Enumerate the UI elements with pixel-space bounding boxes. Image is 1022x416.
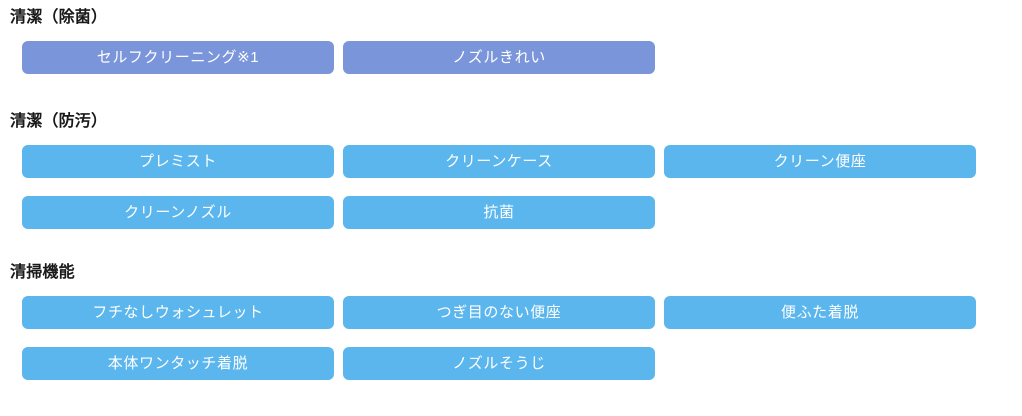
section-heading: 清掃機能 xyxy=(10,264,75,281)
tag-seamless-seat[interactable]: つぎ目のない便座 xyxy=(343,296,655,329)
section-cleanliness-sterilization: 清潔（除菌） セルフクリーニング※1 ノズルきれい xyxy=(0,8,1022,74)
tag-nozzle-clean[interactable]: ノズルきれい xyxy=(343,41,655,74)
tag-row: クリーンノズル 抗菌 xyxy=(0,196,1022,229)
tag-row: 本体ワンタッチ着脱 ノズルそうじ xyxy=(0,347,1022,380)
tag-premist[interactable]: プレミスト xyxy=(22,145,334,178)
tag-row: プレミスト クリーンケース クリーン便座 xyxy=(0,145,1022,178)
tag-row: フチなしウォシュレット つぎ目のない便座 便ふた着脱 xyxy=(0,296,1022,329)
tag-clean-seat[interactable]: クリーン便座 xyxy=(664,145,976,178)
section-cleaning-functions: 清掃機能 フチなしウォシュレット つぎ目のない便座 便ふた着脱 本体ワンタッチ着… xyxy=(0,263,1022,380)
tag-antibacterial[interactable]: 抗菌 xyxy=(343,196,655,229)
tag-one-touch-body-detach[interactable]: 本体ワンタッチ着脱 xyxy=(22,347,334,380)
section-cleanliness-antifouling: 清潔（防汚） プレミスト クリーンケース クリーン便座 クリーンノズル 抗菌 xyxy=(0,112,1022,229)
tag-nozzle-cleaning[interactable]: ノズルそうじ xyxy=(343,347,655,380)
tag-lid-detachable[interactable]: 便ふた着脱 xyxy=(664,296,976,329)
section-heading: 清潔（防汚） xyxy=(10,113,108,130)
section-heading: 清潔（除菌） xyxy=(10,9,108,26)
tag-row-spacer xyxy=(664,196,976,229)
tag-self-cleaning[interactable]: セルフクリーニング※1 xyxy=(22,41,334,74)
tag-row: セルフクリーニング※1 ノズルきれい xyxy=(0,41,1022,74)
tag-row-spacer xyxy=(664,347,976,380)
tag-clean-nozzle[interactable]: クリーンノズル xyxy=(22,196,334,229)
tag-rimless-washlet[interactable]: フチなしウォシュレット xyxy=(22,296,334,329)
tag-clean-case[interactable]: クリーンケース xyxy=(343,145,655,178)
